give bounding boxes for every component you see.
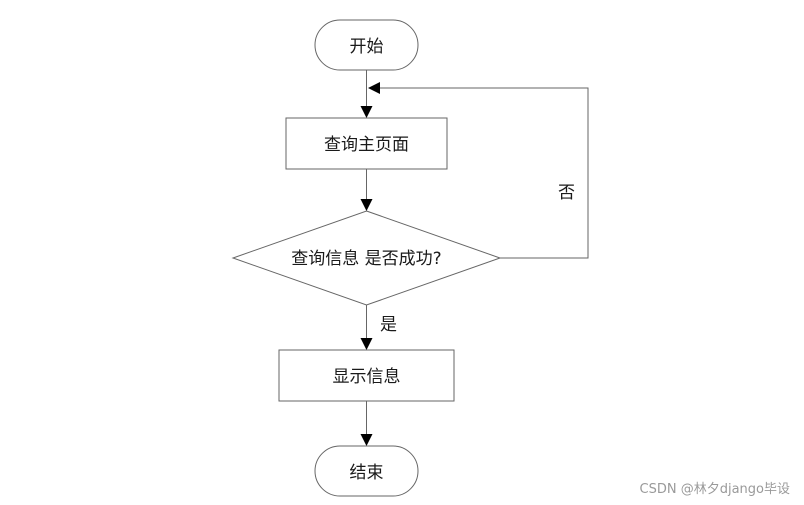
show-info-node-label: 显示信息 bbox=[333, 367, 401, 387]
edge-no-label: 否 bbox=[558, 183, 575, 203]
start-node-label: 开始 bbox=[350, 37, 384, 57]
decision-node-label: 查询信息 是否成功? bbox=[291, 249, 441, 269]
watermark: CSDN @林夕django毕设 bbox=[639, 482, 790, 497]
end-node-label: 结束 bbox=[350, 463, 384, 483]
end-node bbox=[314, 445, 419, 497]
edge-decision-no-loop bbox=[368, 82, 589, 259]
query-home-node-label: 查询主页面 bbox=[324, 135, 409, 155]
query-home-node bbox=[285, 117, 448, 170]
edge-yes-label: 是 bbox=[380, 315, 397, 335]
show-info-node bbox=[278, 349, 455, 402]
